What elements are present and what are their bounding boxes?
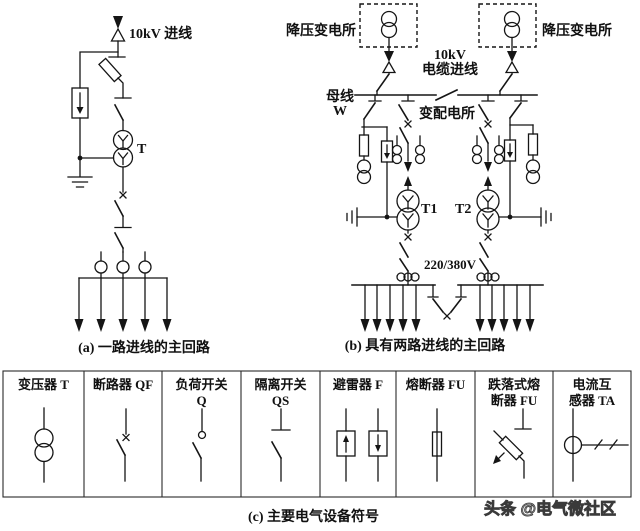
lv-bus-tie	[427, 284, 467, 320]
t2-label: T2	[455, 202, 471, 217]
lv-bus-right	[457, 284, 544, 332]
bus-label-2: W	[333, 104, 347, 119]
feeder-right-measure	[503, 101, 541, 218]
ground-left	[346, 207, 398, 227]
fuse-icon	[527, 133, 539, 156]
substation-transformer-left	[380, 10, 398, 39]
dropout-fuse-icon	[98, 56, 126, 99]
col-header-dropout-fuse-2: 断器 FU	[491, 393, 538, 408]
col-header-arrester: 避雷器 F	[333, 377, 383, 392]
ground-icon	[67, 176, 93, 188]
symbol-fuse	[431, 408, 443, 482]
switch-icon	[113, 226, 132, 253]
transformer-label: T	[137, 142, 147, 157]
substation-transformer-right	[503, 10, 521, 39]
col-header-fuse: 熔断器 FU	[406, 377, 466, 392]
disconnector-icon	[113, 97, 132, 132]
ct-circles	[94, 251, 152, 279]
hv-bus	[354, 88, 538, 102]
col-header-current-transformer: 电流互	[572, 377, 611, 392]
substation-label-right: 降压变电所	[542, 22, 612, 39]
caption-a: (a) 一路进线的主回路	[78, 339, 211, 356]
col-header-load-switch-2: Q	[196, 393, 206, 408]
t1-label: T1	[421, 202, 437, 217]
substation-label-left: 降压变电所	[286, 22, 356, 39]
fuse-icon	[358, 134, 370, 157]
col-header-disconnector: 隔离开关	[254, 377, 306, 392]
ct-pairs-left	[391, 135, 426, 165]
feeder-t2	[476, 103, 500, 286]
feeder-t1	[396, 103, 420, 286]
symbol-disconnector	[270, 408, 291, 482]
symbol-arrester	[336, 408, 388, 482]
arrester-icon	[380, 140, 394, 163]
symbol-circuit-breaker	[115, 408, 130, 482]
col-header-dropout-fuse: 跌落式熔	[488, 377, 541, 392]
lv-label: 220/380V	[424, 257, 477, 272]
diagram-b: 降压变电所 降压变电所 10kV 电缆进线 母线 W 变配电所	[286, 3, 612, 354]
bus-label-1: 母线	[326, 88, 354, 105]
incoming-cable-right	[498, 36, 520, 96]
cable-label-1: 10kV	[434, 48, 466, 63]
arrester-icon	[71, 87, 89, 119]
col-header-transformer: 变压器 T	[18, 377, 69, 392]
transformer-icon	[112, 129, 134, 168]
cable-label-2: 电缆进线	[422, 61, 478, 78]
distribution-label: 变配电所	[419, 105, 475, 122]
breaker-icon	[113, 191, 127, 228]
diagram-a: T 10kV	[67, 16, 211, 356]
col-header-disconnector-2: QS	[272, 393, 289, 408]
symbol-transformer	[34, 407, 54, 483]
bus-taps	[368, 94, 528, 102]
symbol-dropout-fuse	[493, 408, 532, 479]
symbol-table: 变压器 T 断路器 QF 负荷开关 Q 隔离开关 QS 避雷器 F 熔断器 FU…	[2, 370, 632, 525]
bus-tie-blade	[434, 88, 459, 102]
ground-right	[498, 207, 552, 227]
ct-pairs-right	[471, 135, 505, 165]
feeder-left-measure	[356, 101, 394, 218]
symbol-current-transformer	[563, 408, 629, 482]
col-header-current-transformer-2: 感器 TA	[569, 393, 616, 408]
caption-b: (b) 具有两路进线的主回路	[345, 337, 507, 354]
incoming-label: 10kV 进线	[129, 25, 192, 42]
caption-c: (c) 主要电气设备符号	[248, 508, 379, 525]
substation-box-right	[478, 3, 537, 48]
load-arrows	[74, 277, 172, 332]
col-header-load-switch: 负荷开关	[175, 377, 227, 392]
symbol-load-switch	[191, 408, 207, 482]
watermark: 头条 @电气微社区	[484, 499, 616, 518]
lv-bus-left	[351, 284, 436, 332]
cable-head-icon	[110, 16, 126, 42]
col-header-breaker: 断路器 QF	[93, 377, 153, 392]
arrester-icon	[503, 139, 517, 162]
incoming-cable-left	[375, 36, 397, 96]
